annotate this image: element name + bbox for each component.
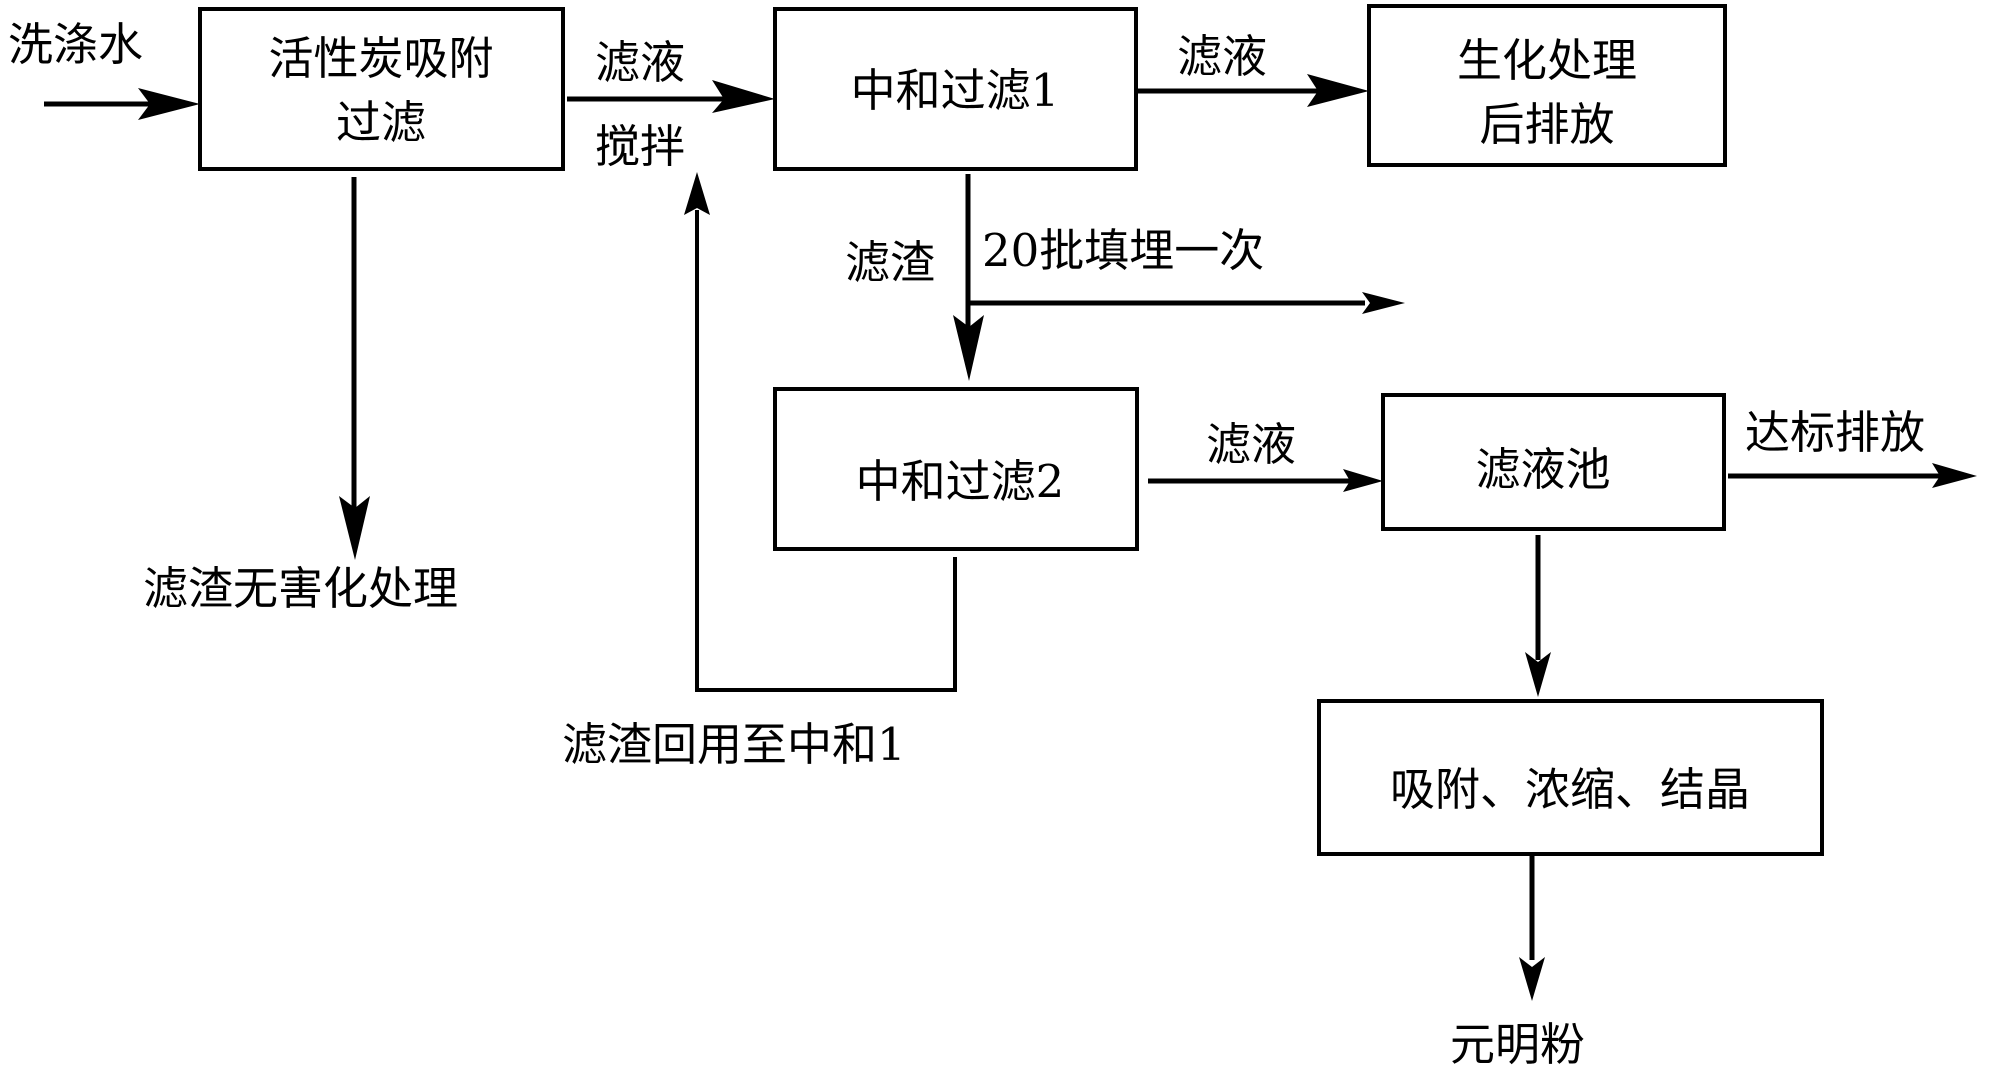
edge-label-recycle: 滤渣回用至中和1	[562, 718, 906, 771]
node-crystallize-label: 吸附、浓缩、结晶	[1390, 763, 1750, 816]
arrow-neutralize1-to-biochem	[1137, 74, 1369, 107]
node-neutralize1-label: 中和过滤1	[851, 64, 1060, 117]
arrow-pool-to-crystallize	[1525, 535, 1551, 697]
arrow-neutralize2-to-pool	[1148, 469, 1383, 492]
edge-label-residue: 滤渣	[845, 236, 935, 289]
arrow-crystallize-to-product	[1519, 856, 1545, 1001]
arrow-landfill	[968, 292, 1405, 314]
input-label-wash-water: 洗涤水	[8, 18, 143, 71]
node-neutralize2-label: 中和过滤2	[856, 455, 1065, 508]
node-biochem-line1: 生化处理	[1457, 34, 1637, 87]
arrow-carbon-to-residue-treatment	[339, 177, 370, 560]
node-biochem-line2: 后排放	[1479, 98, 1614, 151]
edge-label-landfill: 20批填埋一次	[982, 224, 1264, 277]
node-neutralize-filter-1: 中和过滤1	[773, 7, 1138, 171]
arrow-carbon-to-neutralize1	[567, 80, 775, 113]
output-label-glauber-salt: 元明粉	[1450, 1018, 1585, 1071]
arrow-neutralize1-to-neutralize2	[953, 174, 984, 381]
output-label-residue-harmless: 滤渣无害化处理	[143, 562, 458, 615]
arrow-pool-to-discharge	[1728, 463, 1977, 488]
arrow-input-to-carbon	[44, 88, 200, 120]
edge-label-filtrate-3: 滤液	[1206, 418, 1296, 471]
edge-label-filtrate-2: 滤液	[1177, 30, 1267, 83]
node-filtrate-pool-label: 滤液池	[1475, 443, 1610, 496]
node-adsorb-concentrate-crystallize: 吸附、浓缩、结晶	[1317, 699, 1824, 856]
node-activated-carbon-filter: 活性炭吸附 过滤	[198, 7, 565, 171]
node-activated-carbon-line2: 过滤	[336, 96, 426, 149]
node-neutralize-filter-2: 中和过滤2	[773, 387, 1139, 551]
node-biochemical-treatment: 生化处理 后排放	[1367, 4, 1727, 167]
edge-label-stir: 搅拌	[595, 120, 685, 173]
node-activated-carbon-line1: 活性炭吸附	[268, 32, 493, 85]
output-label-compliant-discharge: 达标排放	[1745, 406, 1925, 459]
node-filtrate-pool: 滤液池	[1381, 393, 1726, 531]
edge-label-filtrate-1: 滤液	[595, 36, 685, 89]
recycle-loop-to-neutralize1	[684, 172, 957, 692]
